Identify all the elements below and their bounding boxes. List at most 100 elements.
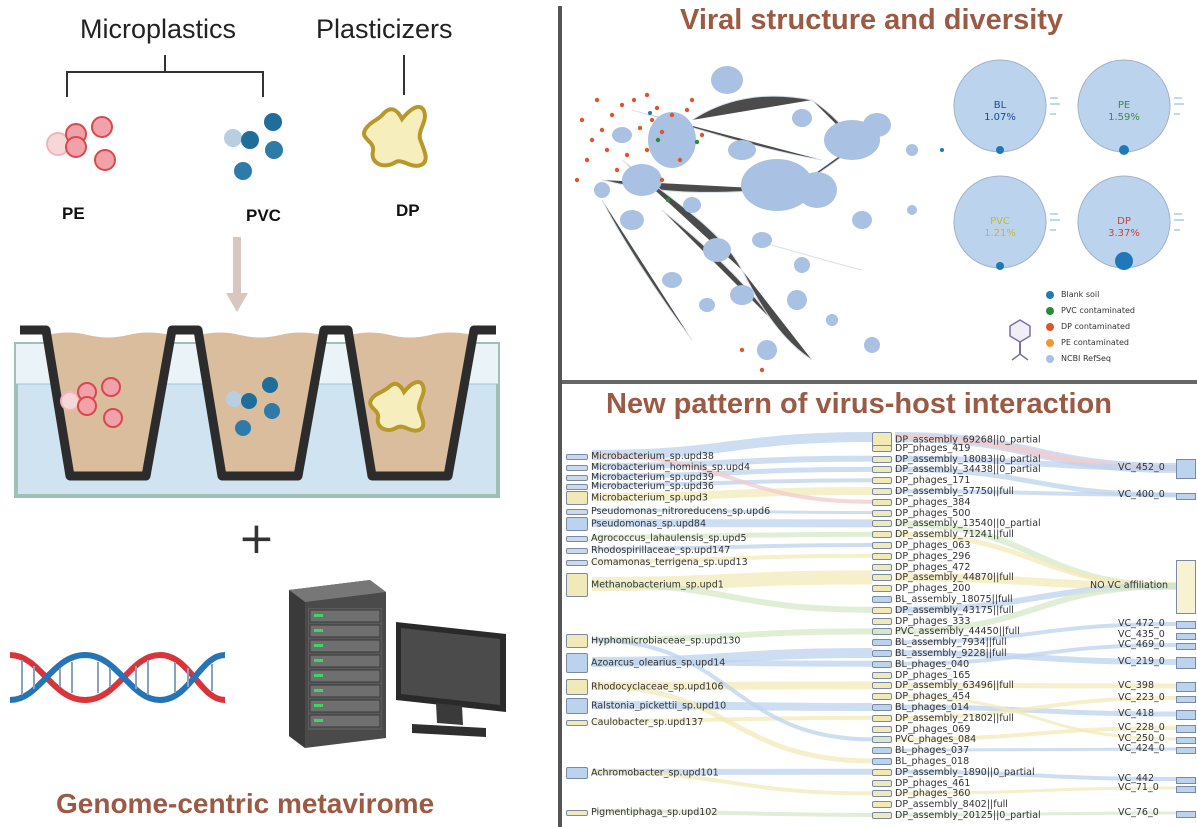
virus-node-label: DP_phages_171 (895, 475, 971, 487)
flow-ribbon (894, 682, 1177, 689)
virus-node: PVC_phages_084 (872, 734, 976, 745)
virus-node-bar (872, 531, 892, 539)
cluster-node: NO VC affiliation (1090, 580, 1194, 591)
virus-node-bar (872, 725, 892, 733)
host-node-label: Hyphomicrobiaceae_sp.upd130 (591, 635, 741, 647)
host-node-bar (566, 464, 588, 471)
host-node: Microbacterium_sp.upd36 (566, 481, 714, 492)
host-node: Achromobacter_sp.upd101 (566, 767, 719, 779)
virus-node-label: DP_phages_360 (895, 788, 971, 800)
virus-node: BL_phages_037 (872, 745, 969, 756)
virus-node-label: DP_phages_461 (895, 777, 971, 789)
virus-node: BL_phages_040 (872, 659, 969, 670)
virus-node: DP_phages_384 (872, 497, 970, 508)
cluster-node-bar (1176, 776, 1196, 784)
microplastics-bracket (66, 55, 264, 97)
genome-centric-title: Genome-centric metavirome (56, 788, 435, 819)
host-node-bar (566, 453, 588, 460)
host-node-bar (566, 474, 588, 481)
flow-ribbon (894, 694, 1177, 741)
host-node-label: Ralstonia_pickettii_sp.upd10 (591, 700, 727, 712)
cluster-node: VC_71_0 (1118, 782, 1194, 793)
virus-node: BL_phages_014 (872, 702, 969, 713)
flow-ribbon (894, 650, 1177, 665)
virus-node-bar (872, 606, 892, 614)
host-node-bar (566, 809, 588, 816)
virus-node-label: DP_assembly_8402||full (895, 799, 1008, 811)
flow-ribbon (591, 478, 873, 487)
virus-node: DP_assembly_57750||full (872, 486, 1014, 497)
cluster-node-label: VC_469_0 (1118, 639, 1165, 650)
cluster-node-label: VC_219_0 (1118, 656, 1165, 667)
host-node-bar (566, 653, 588, 673)
virus-node: DP_assembly_1890||0_partial (872, 767, 1035, 778)
cluster-node: VC_472_0 (1118, 618, 1194, 629)
virus-node-bar (872, 563, 892, 571)
cluster-node-label: VC_398 (1118, 680, 1155, 691)
host-node-label: Pseudomonas_nitroreducens_sp.upd6 (591, 506, 771, 517)
flow-ribbon (894, 786, 1177, 795)
pvc-particles-icon (224, 113, 283, 180)
virus-node-bar (872, 542, 892, 549)
flow-ribbon (591, 508, 873, 515)
virus-node: DP_assembly_44870||full (872, 572, 1014, 583)
virus-node-bar (872, 617, 892, 625)
cluster-node-bar (1176, 459, 1196, 479)
virus-node-bar (872, 714, 892, 722)
virus-node-bar (872, 596, 892, 603)
virus-node-bar (872, 585, 892, 593)
host-node-bar (566, 483, 588, 490)
host-node-bar (566, 573, 588, 597)
virus-node-label: DP_phages_296 (895, 550, 971, 562)
virus-node-label: DP_assembly_1890||0_partial (895, 766, 1035, 778)
flow-ribbon (894, 489, 1177, 497)
host-node-bar (566, 535, 588, 542)
cluster-node-label: VC_76_0 (1118, 807, 1159, 818)
flow-ribbon (591, 455, 873, 469)
flow-ribbon (591, 531, 873, 540)
virus-node-label: BL_assembly_18075||full (895, 594, 1013, 605)
cluster-node-label: VC_250_0 (1118, 733, 1165, 744)
virus-node-bar (872, 650, 892, 657)
cluster-node-bar (1176, 810, 1196, 818)
virus-node-label: DP_assembly_13540||0_partial (895, 518, 1041, 530)
host-node-label: Microbacterium_sp.upd3 (591, 492, 708, 504)
cluster-node-label: VC_442 (1118, 773, 1155, 784)
cluster-node: VC_400_0 (1118, 489, 1194, 500)
cluster-node-label: VC_71_0 (1118, 782, 1159, 793)
host-node-bar (566, 679, 588, 695)
virus-node-label: BL_assembly_9228||full (895, 648, 1007, 659)
virus-node: BL_phages_018 (872, 756, 969, 767)
host-node: Microbacterium_sp.upd39 (566, 472, 714, 483)
virus-node-label: BL_phages_037 (895, 745, 970, 757)
dp-plasticizer-icon (362, 104, 428, 168)
down-arrow-icon (226, 237, 248, 312)
host-node-label: Microbacterium_sp.upd38 (591, 451, 714, 462)
virus-node-bar (872, 790, 892, 798)
sankey-flows (591, 432, 1177, 817)
host-node: Pseudomonas_sp.upd84 (566, 517, 706, 531)
pie-charts (953, 59, 1184, 270)
virus-node: DP_phages_171 (872, 475, 970, 486)
virus-node-bar (872, 455, 892, 463)
pots-in-water-tray (14, 325, 500, 498)
virus-node-bar (872, 444, 892, 452)
virus-node: DP_phages_461 (872, 778, 970, 789)
flow-ribbon (591, 432, 873, 460)
flow-ribbon (894, 747, 1177, 752)
cluster-node-bar (1176, 725, 1196, 733)
host-node-label: Pigmentiphaga_sp.upd102 (591, 807, 718, 818)
virus-node: BL_assembly_7934||full (872, 637, 1007, 648)
cluster-node: VC_223_0 (1118, 692, 1194, 703)
virus-node-bar (872, 671, 892, 679)
cluster-node: VC_250_0 (1118, 733, 1194, 744)
left-graphics (9, 55, 506, 748)
cluster-node-bar (1176, 657, 1196, 669)
cluster-node: VC_228_0 (1118, 722, 1194, 733)
virus-node: DP_phages_360 (872, 788, 970, 799)
flow-ribbon (894, 696, 1177, 720)
dp-label: DP (396, 201, 420, 220)
